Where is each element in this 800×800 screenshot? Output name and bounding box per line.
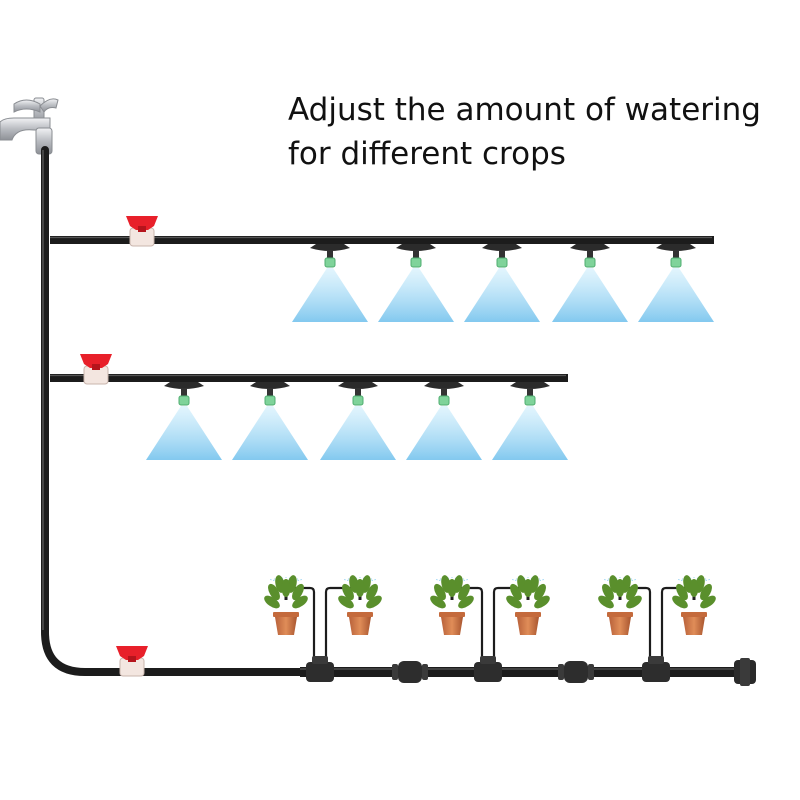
- main-supply-pipe: [41, 146, 304, 676]
- caption-line-2: for different crops: [288, 136, 566, 172]
- middle-branch-pipe: [50, 374, 568, 382]
- upper-sprinkler-row: [292, 244, 714, 322]
- valve-icon: [126, 216, 158, 247]
- potted-plant-icon: [598, 575, 642, 635]
- mist-sprinkler-icon: [638, 244, 714, 322]
- mist-sprinkler-icon: [232, 382, 308, 460]
- tee-connector-icon: [642, 656, 670, 682]
- tee-connector-icon: [474, 656, 502, 682]
- connector-row: [306, 656, 670, 683]
- upper-branch-pipe: [50, 236, 714, 244]
- potted-plant-icon: [506, 575, 550, 635]
- potted-plant-icon: [672, 575, 716, 635]
- tee-connector-icon: [306, 656, 334, 682]
- valve-icon: [80, 354, 112, 385]
- end-plug-icon: [734, 658, 756, 686]
- mist-sprinkler-icon: [492, 382, 568, 460]
- potted-plant-icon: [430, 575, 474, 635]
- potted-plant-icon: [264, 575, 308, 635]
- faucet-icon: [0, 97, 59, 155]
- mist-sprinkler-icon: [292, 244, 368, 322]
- mist-sprinkler-icon: [406, 382, 482, 460]
- tee-connector-icon: [392, 661, 428, 683]
- mist-sprinkler-icon: [552, 244, 628, 322]
- drip-branch-pipe: [300, 667, 750, 677]
- caption-line-1: Adjust the amount of watering: [288, 92, 761, 128]
- potted-plant-icon: [338, 575, 382, 635]
- drip-plant-row: [264, 575, 716, 664]
- tee-connector-icon: [558, 661, 594, 683]
- mist-sprinkler-icon: [320, 382, 396, 460]
- mist-sprinkler-icon: [378, 244, 454, 322]
- mist-sprinkler-icon: [146, 382, 222, 460]
- caption: Adjust the amount of watering for differ…: [288, 88, 761, 176]
- mist-sprinkler-icon: [464, 244, 540, 322]
- valve-icon: [116, 646, 148, 677]
- middle-sprinkler-row: [146, 382, 568, 460]
